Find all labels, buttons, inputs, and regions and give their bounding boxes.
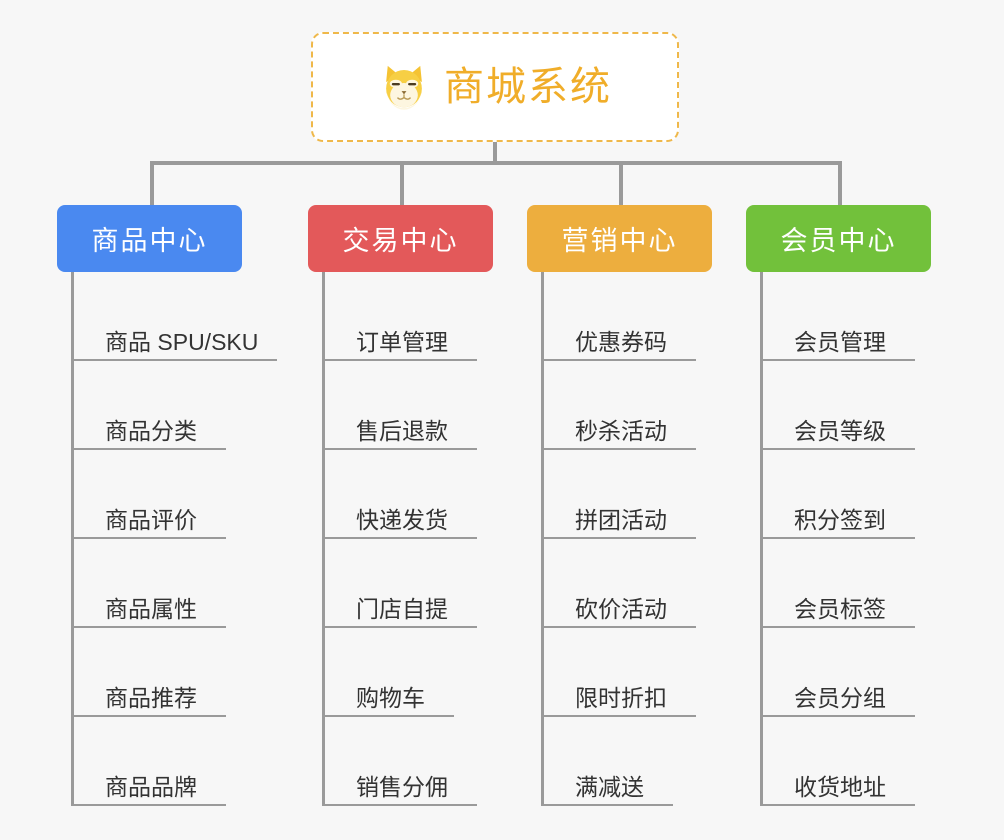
leaf-item-label: 会员等级: [794, 417, 886, 444]
leaf-list: 订单管理售后退款快递发货门店自提购物车销售分佣: [322, 272, 542, 806]
leaf-item-underline: [760, 626, 915, 628]
leaf-item[interactable]: 快递发货: [322, 450, 542, 539]
root-title: 商城系统: [444, 65, 612, 109]
category-header-label: 交易中心: [342, 226, 459, 256]
leaf-item-label: 销售分佣: [356, 773, 448, 800]
category-header[interactable]: 商品中心: [57, 205, 242, 272]
leaf-item-underline: [322, 715, 454, 717]
leaf-item[interactable]: 售后退款: [322, 361, 542, 450]
leaf-item[interactable]: 会员分组: [760, 628, 980, 717]
leaf-item[interactable]: 优惠券码: [541, 272, 761, 361]
leaf-item-underline: [322, 626, 477, 628]
leaf-item-underline: [760, 804, 915, 806]
leaf-item-underline: [541, 359, 696, 361]
leaf-item[interactable]: 满减送: [541, 717, 761, 806]
leaf-item-label: 积分签到: [794, 506, 886, 533]
category-header-label: 营销中心: [561, 226, 678, 256]
leaf-item-label: 满减送: [575, 773, 644, 800]
leaf-item-underline: [541, 537, 696, 539]
leaf-item[interactable]: 门店自提: [322, 539, 542, 628]
leaf-item-underline: [760, 715, 915, 717]
leaf-item-underline: [71, 626, 226, 628]
leaf-item-label: 拼团活动: [575, 506, 667, 533]
leaf-item-label: 商品推荐: [105, 684, 197, 711]
leaf-item-label: 商品属性: [105, 595, 197, 622]
leaf-item-underline: [322, 359, 477, 361]
leaf-item-underline: [322, 448, 477, 450]
leaf-item-underline: [71, 359, 277, 361]
leaf-item-label: 会员管理: [794, 328, 886, 355]
category-spine: [541, 272, 544, 806]
leaf-item[interactable]: 会员标签: [760, 539, 980, 628]
leaf-item-underline: [541, 715, 696, 717]
connector-root-stem: [493, 142, 497, 165]
root-node[interactable]: 商城系统: [311, 32, 679, 142]
leaf-item-label: 购物车: [356, 684, 425, 711]
leaf-item-label: 售后退款: [356, 417, 448, 444]
leaf-item-underline: [541, 804, 673, 806]
leaf-item[interactable]: 限时折扣: [541, 628, 761, 717]
leaf-item-underline: [322, 804, 477, 806]
leaf-item[interactable]: 砍价活动: [541, 539, 761, 628]
leaf-item-underline: [71, 448, 226, 450]
leaf-item[interactable]: 积分签到: [760, 450, 980, 539]
leaf-item-label: 订单管理: [356, 328, 448, 355]
leaf-item[interactable]: 秒杀活动: [541, 361, 761, 450]
leaf-item-label: 砍价活动: [575, 595, 667, 622]
leaf-item-label: 秒杀活动: [575, 417, 667, 444]
leaf-item-underline: [71, 715, 226, 717]
leaf-item-label: 限时折扣: [575, 684, 667, 711]
leaf-item[interactable]: 购物车: [322, 628, 542, 717]
category-spine: [71, 272, 74, 806]
leaf-item[interactable]: 销售分佣: [322, 717, 542, 806]
leaf-item-underline: [760, 359, 915, 361]
leaf-item-underline: [71, 804, 226, 806]
leaf-item-underline: [760, 448, 915, 450]
leaf-item[interactable]: 会员管理: [760, 272, 980, 361]
connector-bus-bar: [150, 161, 842, 165]
category-header[interactable]: 会员中心: [746, 205, 931, 272]
leaf-list: 会员管理会员等级积分签到会员标签会员分组收货地址: [760, 272, 980, 806]
leaf-item-label: 门店自提: [356, 595, 448, 622]
leaf-item-underline: [541, 626, 696, 628]
leaf-item[interactable]: 商品分类: [71, 361, 291, 450]
category-header-label: 会员中心: [780, 226, 897, 256]
leaf-item-label: 快递发货: [356, 506, 448, 533]
leaf-item-underline: [71, 537, 226, 539]
leaf-item[interactable]: 商品评价: [71, 450, 291, 539]
connector-drop-4: [838, 161, 842, 207]
leaf-item[interactable]: 商品属性: [71, 539, 291, 628]
leaf-item[interactable]: 会员等级: [760, 361, 980, 450]
leaf-item-underline: [541, 448, 696, 450]
leaf-item[interactable]: 商品 SPU/SKU: [71, 272, 291, 361]
leaf-list: 优惠券码秒杀活动拼团活动砍价活动限时折扣满减送: [541, 272, 761, 806]
leaf-item-underline: [322, 537, 477, 539]
leaf-item[interactable]: 商品品牌: [71, 717, 291, 806]
leaf-item-label: 商品品牌: [105, 773, 197, 800]
category-header[interactable]: 营销中心: [527, 205, 712, 272]
leaf-item-label: 优惠券码: [575, 328, 667, 355]
leaf-item[interactable]: 拼团活动: [541, 450, 761, 539]
leaf-item-label: 商品 SPU/SKU: [105, 328, 259, 355]
shiba-dog-icon: [378, 61, 430, 113]
leaf-item-label: 收货地址: [794, 773, 886, 800]
category-header[interactable]: 交易中心: [308, 205, 493, 272]
leaf-item-label: 商品分类: [105, 417, 197, 444]
leaf-item-underline: [760, 537, 915, 539]
category-header-label: 商品中心: [91, 226, 208, 256]
leaf-item-label: 商品评价: [105, 506, 197, 533]
leaf-list: 商品 SPU/SKU 商品分类商品评价商品属性商品推荐商品品牌: [71, 272, 291, 806]
leaf-item[interactable]: 商品推荐: [71, 628, 291, 717]
connector-drop-2: [400, 161, 404, 207]
leaf-item-label: 会员标签: [794, 595, 886, 622]
category-spine: [760, 272, 763, 806]
category-spine: [322, 272, 325, 806]
leaf-item[interactable]: 收货地址: [760, 717, 980, 806]
leaf-item[interactable]: 订单管理: [322, 272, 542, 361]
leaf-item-label: 会员分组: [794, 684, 886, 711]
connector-drop-1: [150, 161, 154, 207]
connector-drop-3: [619, 161, 623, 207]
